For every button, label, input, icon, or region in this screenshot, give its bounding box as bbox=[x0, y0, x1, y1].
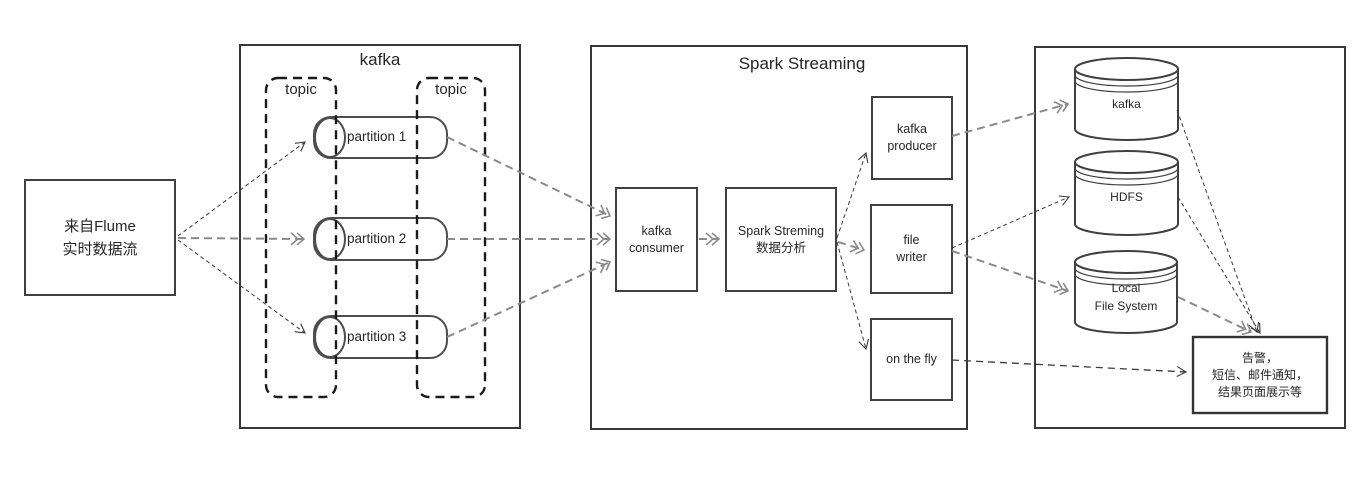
arrow-analysis-to-file-writer bbox=[837, 240, 866, 255]
spark-streaming-analysis-box bbox=[725, 187, 837, 292]
spark-container-title: Spark Streaming bbox=[738, 53, 866, 73]
alert-box bbox=[1191, 335, 1329, 415]
kafka-producer-box bbox=[871, 96, 953, 180]
arrow-partition3-to-consumer bbox=[446, 258, 612, 338]
spark-streaming-analysis-label: Spark Streming 数据分析 bbox=[737, 223, 825, 255]
arrow-hdfs-to-alert bbox=[1177, 196, 1261, 334]
hdfs-label: HDFS bbox=[1110, 189, 1143, 204]
kafka-container-title: kafka bbox=[359, 49, 401, 69]
arrow-analysis-to-producer bbox=[836, 151, 869, 239]
arrow-producer-to-kafka-sink bbox=[951, 99, 1070, 137]
arrow-local-fs-to-alert bbox=[1177, 296, 1253, 336]
hdfs-cylinder bbox=[1074, 150, 1179, 236]
local-fs-cylinder bbox=[1074, 250, 1178, 334]
arrow-flume-to-partition2 bbox=[177, 232, 306, 246]
arrow-flume-to-partition3 bbox=[177, 239, 306, 334]
arrow-flume-to-partition1 bbox=[177, 141, 306, 237]
partition-1-cylinder bbox=[313, 116, 448, 159]
on-the-fly-box bbox=[870, 318, 953, 401]
arrow-partition1-to-consumer bbox=[446, 136, 612, 220]
flume-source-box bbox=[24, 179, 176, 296]
arrow-analysis-to-on-the-fly bbox=[836, 241, 870, 351]
topic-right-label: topic bbox=[435, 80, 467, 98]
topic-right-box bbox=[415, 76, 487, 399]
kafka-consumer-label: kafka consumer bbox=[629, 223, 684, 255]
topic-left-label: topic bbox=[285, 80, 317, 98]
arrow-file-writer-to-hdfs bbox=[951, 195, 1071, 249]
alert-label: 告警， 短信、邮件通知， 结果页面展示等 bbox=[1211, 350, 1308, 399]
local-fs-label: Local File System bbox=[1094, 281, 1158, 313]
file-writer-box bbox=[870, 204, 953, 294]
topic-left-box bbox=[264, 76, 338, 399]
black-dashed-arrows bbox=[177, 109, 1261, 378]
kafka-producer-label: kafka producer bbox=[887, 122, 937, 153]
arrow-kafka-sink-to-alert bbox=[1176, 109, 1260, 334]
kafka-consumer-box bbox=[615, 187, 698, 292]
kafka-sink-label: kafka bbox=[1112, 96, 1141, 111]
arrow-file-writer-to-local-fs bbox=[951, 250, 1070, 296]
flume-source-label: 来自Flume 实时数据流 bbox=[62, 217, 138, 258]
partition-3-label: partition 3 bbox=[347, 328, 407, 344]
partition-2-label: partition 2 bbox=[347, 230, 407, 246]
gray-dashed-arrows bbox=[177, 99, 1253, 338]
file-writer-label: file writer bbox=[896, 233, 927, 264]
on-the-fly-label: on the fly bbox=[886, 352, 937, 367]
kafka-sink-cylinder bbox=[1074, 57, 1179, 141]
partition-1-label: partition 1 bbox=[347, 129, 407, 145]
arrow-on-the-fly-to-alert bbox=[951, 359, 1188, 378]
